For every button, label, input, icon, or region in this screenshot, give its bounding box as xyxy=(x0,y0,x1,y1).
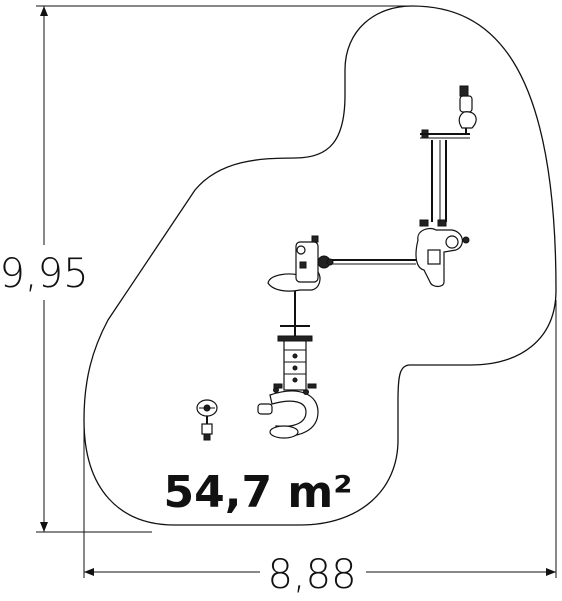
width-dimension-label: 8,88 xyxy=(267,552,356,598)
curved-slide xyxy=(257,387,319,439)
tower-platform xyxy=(273,290,317,391)
safety-zone-outline xyxy=(83,5,557,526)
playground-equipment xyxy=(196,85,477,441)
area-label: 54,7 m² xyxy=(164,467,353,518)
top-element xyxy=(458,85,477,134)
dimension-lines xyxy=(36,5,557,578)
horizontal-beam xyxy=(326,258,416,266)
standalone-spring-element xyxy=(196,399,218,441)
dimension-arrows xyxy=(40,6,556,576)
swing-frame xyxy=(415,129,470,288)
central-junction xyxy=(267,235,331,292)
height-dimension-label: 9,95 xyxy=(0,251,89,297)
